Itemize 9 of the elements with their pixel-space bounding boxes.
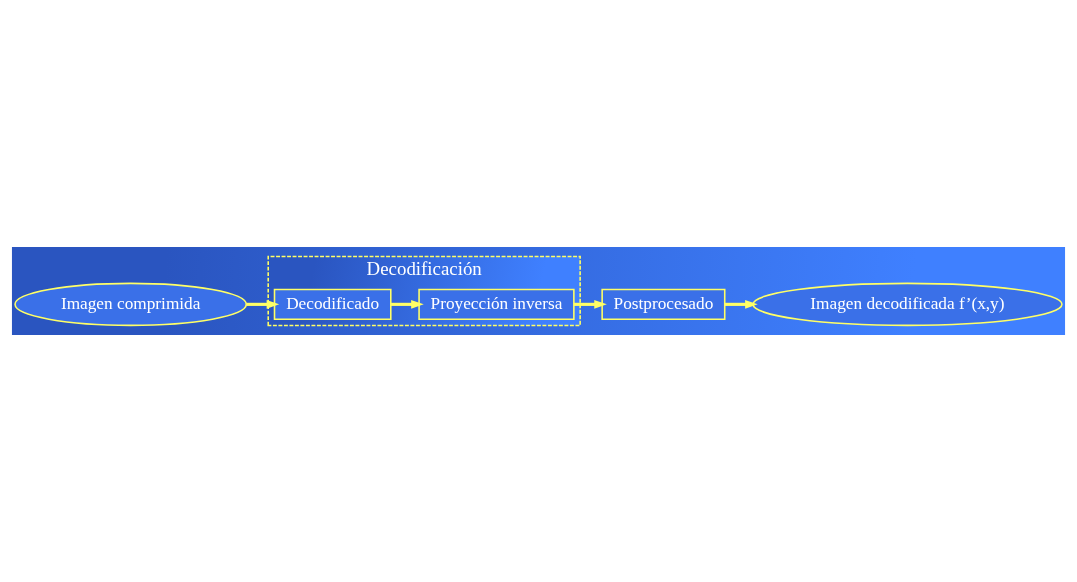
- node-ellipse: Imagen decodificada f’(x,y): [752, 282, 1063, 327]
- node-box: Decodificado: [273, 288, 392, 321]
- node-box: Postprocesado: [601, 288, 726, 321]
- arrow: [724, 299, 758, 309]
- arrow: [390, 299, 424, 309]
- node-ellipse: Imagen comprimida: [14, 282, 248, 327]
- node-box: Proyección inversa: [418, 288, 575, 321]
- arrow: [573, 299, 607, 309]
- arrow: [246, 299, 280, 309]
